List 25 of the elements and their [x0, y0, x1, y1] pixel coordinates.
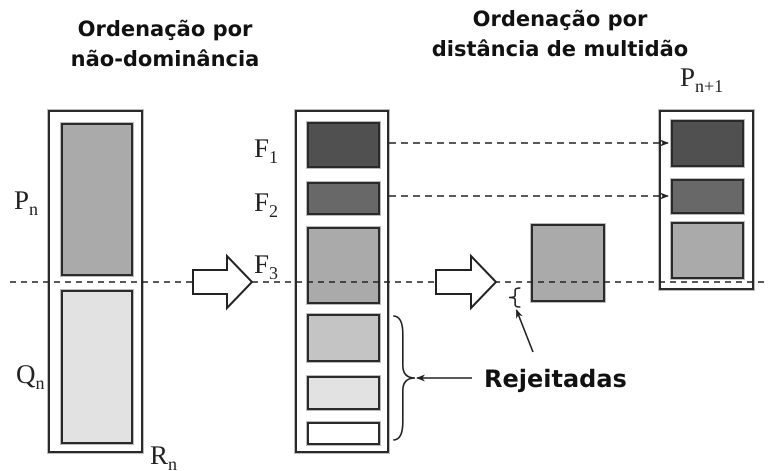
section-title: Ordenação por distância de multidão	[430, 6, 690, 63]
set-label: Q$_{n}$	[16, 359, 44, 395]
block-arrow	[192, 254, 254, 310]
curly-brace	[392, 315, 416, 441]
curly-brace	[508, 287, 521, 308]
leader-line	[516, 309, 534, 352]
callout-text: Rejeitadas	[484, 360, 629, 398]
dashed-arrow	[389, 139, 669, 147]
set-label: P$_{n+1}$	[680, 62, 724, 98]
leader-line	[416, 374, 472, 382]
front-box	[671, 120, 744, 167]
front-box	[307, 314, 380, 362]
front-box	[531, 224, 605, 302]
set-label: P$_{n}$	[14, 185, 38, 221]
set-label: R$_{n}$	[150, 440, 178, 471]
dashed-arrow	[389, 192, 669, 200]
set-label: F$_{2}$	[254, 187, 278, 223]
front-box	[671, 222, 744, 279]
set-label: F$_{3}$	[254, 249, 278, 285]
front-box	[671, 179, 744, 214]
section-title: Ordenação por não-dominância	[70, 16, 260, 73]
front-box	[307, 376, 380, 410]
set-label: F$_{1}$	[254, 133, 278, 169]
front-box	[307, 422, 380, 445]
block-arrow	[435, 254, 498, 310]
